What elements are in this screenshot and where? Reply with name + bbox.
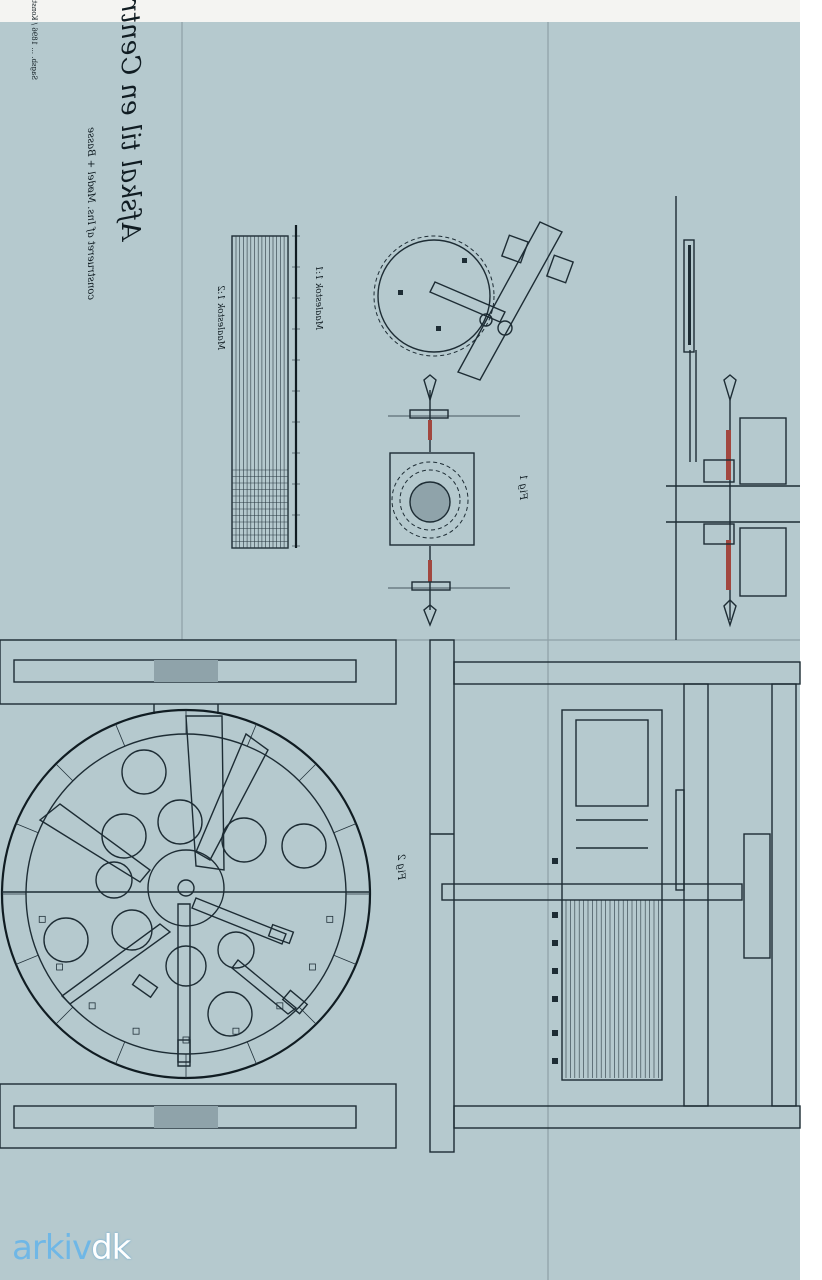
arkiv-dk-watermark: arkivdk	[12, 1228, 131, 1268]
scale-bars: Maalestok 1:2 Maalestok 1:1	[215, 225, 323, 549]
drawing-title: Afskal til en Centrifuge.	[115, 0, 145, 242]
drawing-title-block: Afskal til en Centrifuge. construeret af…	[30, 0, 145, 300]
fig1-gear-mechanism: Fig 1	[373, 221, 575, 627]
drawing-subtitle: construeret af Ins. Mødel + Basse	[85, 127, 96, 300]
drawing-corner-note: Sagsb. ... 1896 / Konst. ...	[30, 0, 38, 80]
watermark-part2: dk	[91, 1228, 131, 1268]
scale-label-2: Maalestok 1:1	[313, 265, 323, 331]
fig2-label: Fig 2	[395, 854, 406, 881]
scale-label-1: Maalestok 1:2	[215, 285, 225, 351]
side-elevation-bottom	[429, 639, 801, 1153]
watermark-part1: arkiv	[12, 1228, 92, 1268]
side-elevation-top	[666, 196, 800, 640]
fig2-wheel-plan: Fig 2	[0, 639, 406, 1149]
fig1-label: Fig 1	[517, 474, 528, 501]
